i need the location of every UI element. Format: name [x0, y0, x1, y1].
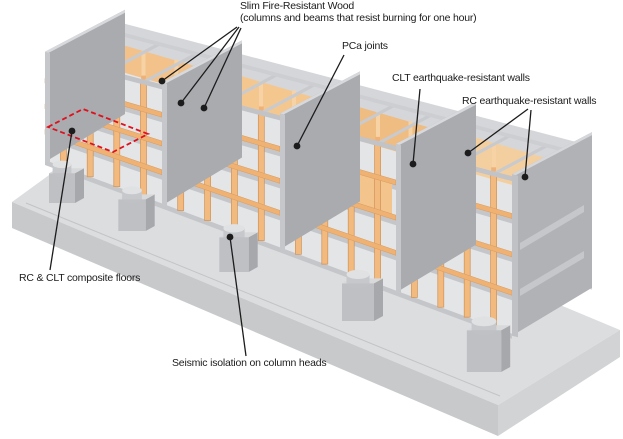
label-line-2: (columns and beams that resist burning f… — [240, 12, 477, 24]
pedestal-side — [374, 278, 383, 321]
leader-line-seismic-isolation — [229, 236, 247, 357]
pedestal-front — [49, 173, 75, 203]
leader-dot-slim-wood-3 — [200, 104, 208, 112]
isolator-cap-top — [471, 316, 497, 327]
isolator-cap-top — [223, 224, 245, 233]
roof-cap-beam — [336, 88, 452, 123]
leader-dot-composite-floors — [68, 127, 76, 135]
pedestal-front — [118, 199, 146, 231]
roof-beam — [138, 52, 199, 85]
rc-end-wall-brace — [520, 251, 584, 296]
roof-cap-beam — [101, 26, 218, 62]
isolator-cap-top — [52, 160, 72, 169]
rc-transverse-wall-edge — [162, 82, 167, 207]
composite-floor-highlight — [45, 108, 151, 153]
pedestal-side — [501, 325, 511, 372]
roof-beam — [489, 144, 550, 177]
roof-beam — [256, 83, 317, 116]
leader-line-pca-joints — [296, 54, 345, 147]
leader-dot-slim-wood-2 — [177, 99, 185, 107]
roof-cap-beam — [218, 57, 336, 93]
rc-end-wall-brace — [520, 205, 584, 250]
isolator-cap-top — [122, 186, 142, 195]
pedestal-front — [219, 237, 249, 272]
base-slab-front — [12, 202, 498, 436]
rc-transverse-wall-face — [396, 101, 476, 293]
base-slab-tier-line — [25, 202, 501, 397]
leader-line-clt-walls — [412, 88, 421, 165]
pedestal-side — [145, 194, 155, 231]
label-line-1: Slim Fire-Resistant Wood — [240, 0, 355, 12]
rc-end-wall-edge — [512, 174, 518, 338]
pedestal-front — [342, 283, 374, 321]
rc-transverse-wall-edge — [45, 51, 50, 164]
label-pca-joints: PCa joints — [342, 40, 388, 52]
rc-transverse-wall-top — [45, 9, 125, 55]
floor-slab-edge — [45, 134, 162, 180]
leader-line-rc-walls-2 — [524, 109, 532, 178]
leader-dot-clt-walls — [409, 160, 417, 168]
leader-dot-seismic-isolation — [226, 233, 234, 241]
roof-beam — [373, 114, 434, 146]
leader-dot-slim-wood-1 — [158, 77, 166, 85]
leader-line-rc-walls-1 — [467, 108, 529, 154]
pedestal-side — [75, 168, 84, 203]
pedestal-side — [248, 232, 258, 272]
base-slab-side — [498, 330, 620, 436]
rc-transverse-wall-top — [162, 40, 242, 86]
label-rc-earthquake-resistant-walls: RC earthquake-resistant walls — [462, 95, 597, 107]
leader-dot-pca-joints — [293, 142, 301, 150]
label-rc-clt-composite-floors: RC & CLT composite floors — [19, 272, 141, 284]
rc-transverse-wall-edge — [396, 143, 401, 294]
leader-line-slim-wood-2 — [180, 26, 240, 104]
roof-cap-beam — [452, 118, 568, 154]
pedestal-front — [466, 330, 502, 372]
rc-transverse-wall-face — [45, 9, 125, 162]
label-seismic-isolation: Seismic isolation on column heads — [172, 357, 327, 369]
label-slim-fire-resistant-wood: Slim Fire-Resistant Wood (columns and be… — [240, 0, 477, 24]
label-clt-earthquake-resistant-walls: CLT earthquake-resistant walls — [392, 72, 530, 84]
rc-transverse-wall-face — [162, 40, 242, 206]
isolator-cap-top — [346, 269, 370, 280]
leader-line-slim-wood-3 — [203, 27, 242, 109]
rc-transverse-wall-edge — [280, 113, 285, 251]
rc-transverse-wall-face — [280, 71, 360, 250]
leader-dot-rc-walls-1 — [464, 149, 472, 157]
rc-end-wall-top — [512, 132, 592, 178]
leader-line-composite-floors — [49, 130, 73, 271]
leader-dot-rc-walls-2 — [521, 173, 529, 181]
rc-transverse-wall-top — [280, 71, 360, 117]
leader-line-slim-wood-1 — [161, 26, 238, 82]
